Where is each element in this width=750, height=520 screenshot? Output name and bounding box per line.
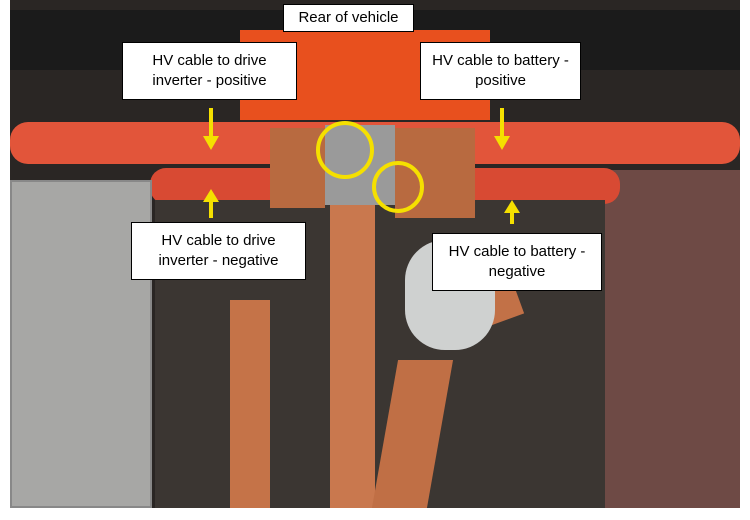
copper-clamp-right — [395, 128, 475, 218]
label-battery-negative: HV cable to battery - negative — [432, 233, 602, 291]
arrow-down-icon — [203, 108, 219, 150]
arrow-up-icon — [203, 189, 219, 218]
arrow-down-icon — [494, 108, 510, 150]
negative-terminal-circle — [372, 161, 424, 213]
right-floor — [600, 170, 740, 508]
copper-clamp-left — [270, 128, 325, 208]
label-rear-of-vehicle: Rear of vehicle — [283, 4, 414, 32]
left-panel — [10, 180, 152, 508]
terminal-block — [325, 125, 395, 205]
arrow-up-icon — [504, 200, 520, 224]
label-inverter-negative: HV cable to drive inverter - negative — [131, 222, 306, 280]
label-inverter-positive: HV cable to drive inverter - positive — [122, 42, 297, 100]
copper-bar-1 — [330, 190, 375, 508]
copper-bar-3 — [230, 300, 270, 508]
positive-terminal-circle — [316, 121, 374, 179]
label-battery-positive: HV cable to battery - positive — [420, 42, 581, 100]
